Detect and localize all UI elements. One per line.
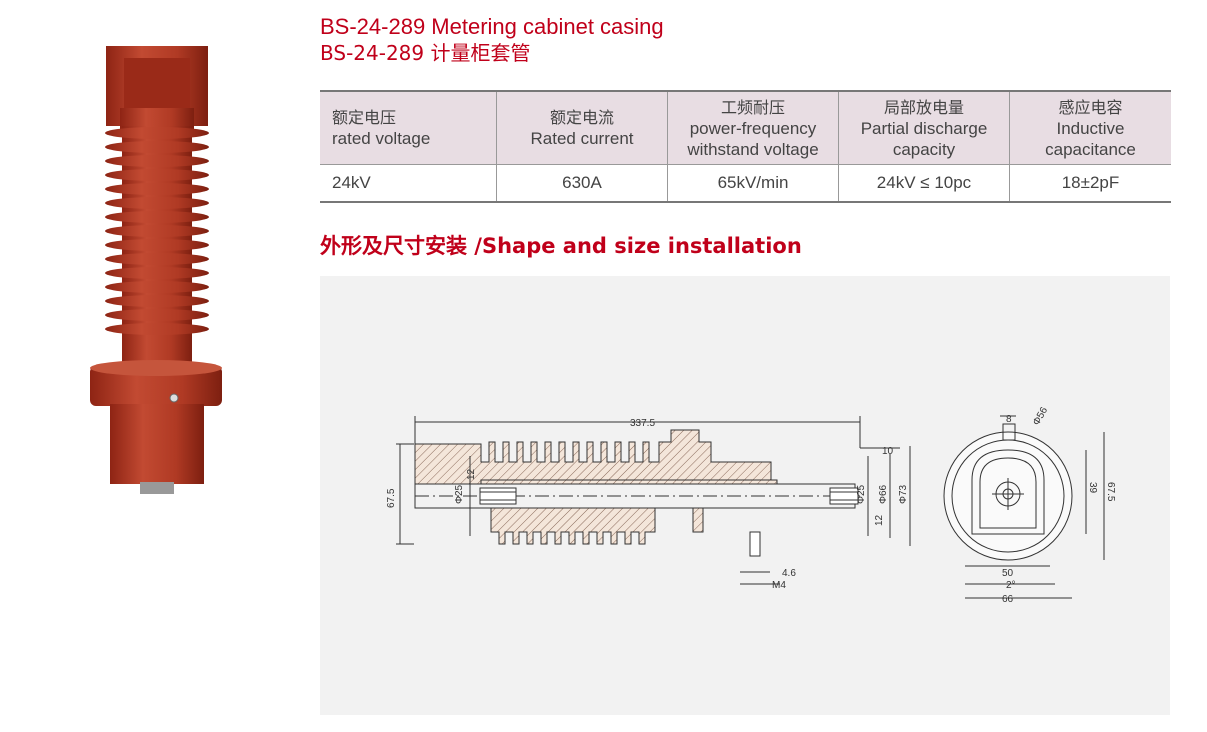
spec-table: 额定电压 rated voltage 额定电流 Rated current 工频… [320, 90, 1171, 203]
value-rated-voltage: 24kV [320, 164, 497, 203]
dim-end-inner-width: 50 [1002, 568, 1014, 579]
header-cn: 额定电压 [332, 108, 397, 127]
value-inductive-capacitance: 18±2pF [1009, 164, 1171, 203]
dim-left-depth: 12 [466, 468, 477, 480]
dim-end-inner-height: 39 [1087, 482, 1098, 494]
dim-height: 67.5 [386, 488, 397, 508]
header-en: Inductive capacitance [1045, 118, 1136, 159]
value-rated-current: 630A [496, 164, 668, 203]
section-heading: 外形及尺寸安装 /Shape and size installation [320, 234, 802, 258]
dim-end-height: 67.5 [1105, 482, 1116, 502]
value-partial-discharge: 24kV ≤ 10pc [838, 164, 1010, 203]
dim-left-diameter: Φ25 [454, 484, 465, 504]
dim-length: 337.5 [630, 418, 655, 429]
header-rated-voltage: 额定电压 rated voltage [320, 90, 497, 165]
dim-thread: M4 [772, 580, 786, 591]
header-rated-current: 额定电流 Rated current [496, 90, 668, 165]
technical-drawing-panel: 337.5 67.5 Φ25 12 Φ25 12 Φ66 Φ73 10 4.6 … [320, 276, 1170, 715]
dim-end-outer-width: 66 [1002, 594, 1014, 605]
header-inductive-capacitance: 感应电容 Inductive capacitance [1009, 90, 1171, 165]
end-view [943, 415, 1105, 599]
dim-mid-diameter: Φ66 [878, 484, 889, 504]
header-withstand-voltage: 工频耐压 power-frequency withstand voltage [667, 90, 839, 165]
header-cn: 感应电容 [1058, 97, 1123, 117]
header-cn: 局部放电量 [883, 97, 964, 117]
header-en: power-frequency withstand voltage [687, 118, 819, 159]
dim-hole: 4.6 [782, 568, 796, 579]
technical-drawing: 337.5 67.5 Φ25 12 Φ25 12 Φ66 Φ73 10 4.6 … [386, 405, 1116, 605]
spec-header-row: 额定电压 rated voltage 额定电流 Rated current 工频… [320, 90, 1171, 165]
dim-end-angle: 2° [1006, 580, 1016, 591]
product-title-en: BS-24-289 Metering cabinet casing [320, 14, 664, 39]
product-title-cn: BS-24-289 计量柜套管 [320, 41, 531, 65]
dim-right-depth: 12 [874, 514, 885, 526]
header-cn: 工频耐压 [720, 97, 785, 117]
dim-outer-diameter: Φ73 [898, 484, 909, 504]
side-view [396, 416, 911, 585]
value-withstand-voltage: 65kV/min [667, 164, 839, 203]
dim-right-diameter: Φ25 [856, 484, 867, 504]
dim-end-outer: Φ56 [1031, 405, 1050, 427]
header-en: Rated current [530, 129, 634, 148]
spec-value-row: 24kV 630A 65kV/min 24kV ≤ 10pc 18±2pF [320, 164, 1171, 203]
product-photo [90, 46, 222, 494]
header-en: rated voltage [332, 129, 431, 148]
header-partial-discharge: 局部放电量 Partial discharge capacity [838, 90, 1010, 165]
header-cn: 额定电流 [549, 108, 614, 127]
dim-flange: 10 [882, 446, 894, 457]
header-en: Partial discharge capacity [860, 118, 988, 159]
dim-slot: 8 [1006, 414, 1012, 425]
